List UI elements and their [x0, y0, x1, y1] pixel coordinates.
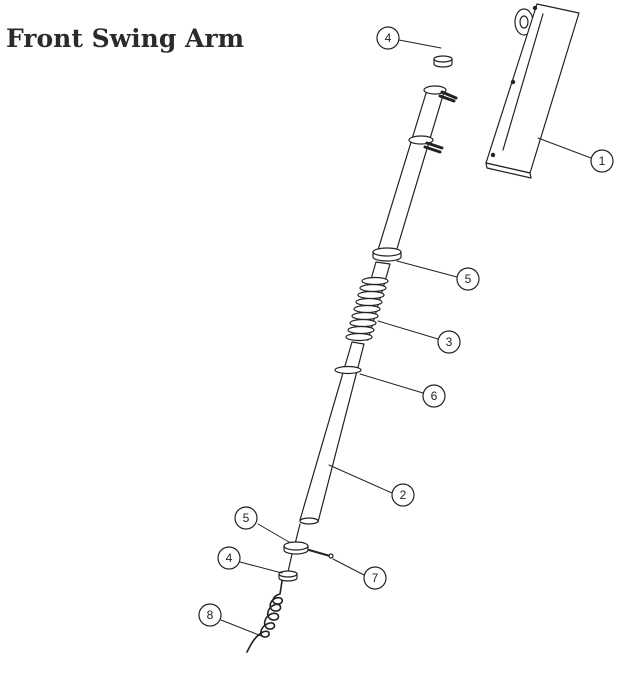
svg-text:6: 6	[431, 389, 438, 403]
part-collar-upper	[372, 247, 402, 262]
svg-text:4: 4	[385, 31, 392, 45]
svg-text:7: 7	[372, 571, 379, 585]
part-lower-tube	[299, 341, 365, 525]
callout-2: 2	[391, 483, 415, 507]
callout-8: 8	[198, 603, 222, 627]
part-upper-tube	[377, 85, 458, 253]
part-cap-top	[433, 55, 453, 68]
svg-text:3: 3	[446, 335, 453, 349]
svg-text:8: 8	[207, 608, 214, 622]
part-housing-bracket	[485, 3, 580, 179]
callout-4-lower: 4	[217, 546, 241, 570]
callout-5-upper: 5	[456, 267, 480, 291]
callout-6: 6	[422, 384, 446, 408]
callout-3: 3	[437, 330, 461, 354]
leader-lines	[220, 39, 592, 638]
callout-4-top: 4	[376, 26, 400, 50]
part-spring	[345, 261, 391, 342]
part-coil	[246, 580, 284, 653]
callout-1: 1	[590, 149, 614, 173]
callout-7: 7	[363, 566, 387, 590]
part-ring	[334, 365, 362, 375]
part-bolt	[308, 549, 334, 559]
svg-text:2: 2	[400, 488, 407, 502]
page-title: Front Swing Arm	[6, 24, 245, 53]
callout-5-lower: 5	[234, 506, 258, 530]
part-cap-lower	[278, 553, 298, 582]
svg-text:4: 4	[226, 551, 233, 565]
svg-text:5: 5	[243, 511, 250, 525]
svg-text:5: 5	[465, 272, 472, 286]
part-collar-lower	[283, 523, 309, 555]
svg-text:1: 1	[599, 154, 606, 168]
